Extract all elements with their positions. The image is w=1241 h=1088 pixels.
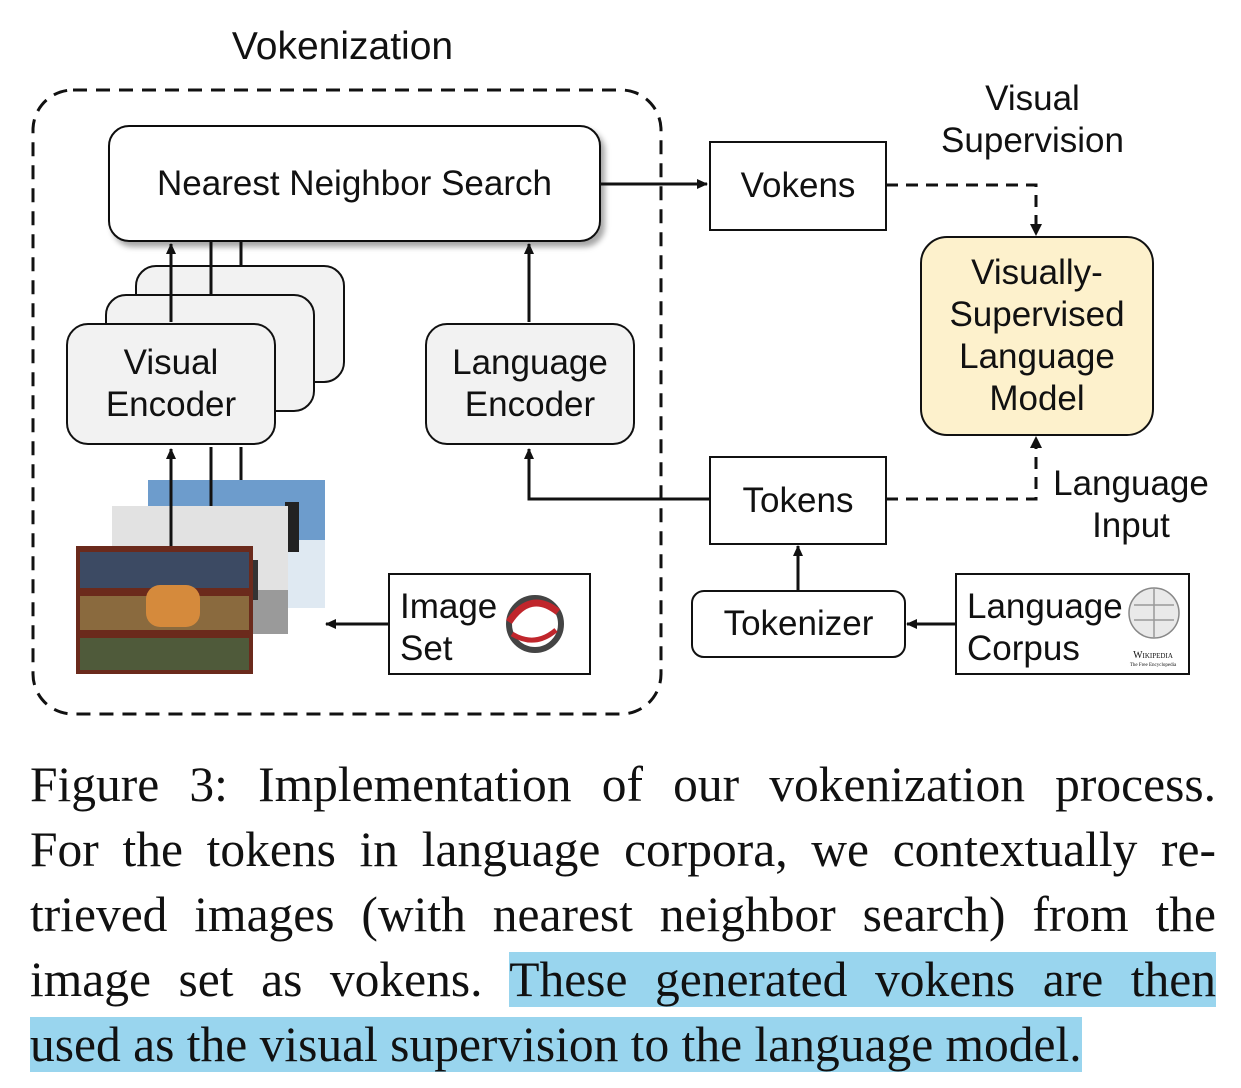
image-set-text: Image Set (400, 587, 498, 668)
dashed-edges (886, 183, 1038, 501)
language-encoder-box: Language Encoder (425, 323, 635, 445)
edge-tokens-to-language-encoder (524, 448, 710, 501)
language-input-label: Language Input (1053, 464, 1209, 545)
visual-supervision-label: Visual Supervision (941, 79, 1124, 160)
caption-line-4: image set as vokens. These generated vok… (30, 947, 1216, 1012)
vokens-text: Vokens (740, 166, 856, 205)
vokenization-region (31, 88, 663, 716)
figure-title: Vokenization (231, 25, 454, 68)
image-set-logo-icon (506, 595, 564, 653)
wikipedia-wordmark: Wikipedia (1133, 650, 1173, 661)
language-encoder-text: Language Encoder (452, 343, 608, 424)
language-corpus-text: Language Corpus (967, 587, 1123, 668)
vslm-label: Visually- Supervised Language Model (921, 237, 1153, 435)
caption-line-5: used as the visual supervision to the la… (30, 1012, 1216, 1077)
caption-highlight-1: These generated vokens are then (509, 952, 1216, 1007)
tokenizer-label: Tokenizer (692, 591, 905, 657)
caption-highlight-2: used as the visual supervision to the la… (30, 1017, 1082, 1072)
tokenizer-text: Tokenizer (723, 604, 874, 643)
vokens-label: Vokens (710, 142, 886, 230)
edge-vokens-to-vslm (886, 183, 1038, 226)
vokens-box (709, 141, 887, 231)
wikipedia-tagline: The Free Encyclopedia (1129, 663, 1177, 668)
caption-line-1-text: Figure 3: Implementation of our vokeniza… (30, 757, 1216, 812)
visual-encoder-box: Visual Encoder (66, 323, 276, 445)
tokens-text: Tokens (742, 480, 854, 520)
nearest-neighbor-label: Nearest Neighbor Search (109, 126, 600, 241)
edges (166, 179, 956, 629)
visual-encoder-text: Visual Encoder (105, 343, 237, 424)
image-set-box (388, 573, 591, 675)
tokens-label: Tokens (710, 457, 886, 544)
nearest-neighbor-text: Nearest Neighbor Search (157, 163, 552, 203)
caption-line-4-text: image set as vokens. (30, 952, 510, 1007)
caption-line-3-text: trieved images (with nearest neighbor se… (30, 887, 1216, 942)
vslm-box (920, 236, 1154, 436)
edge-tokens-to-vslm (886, 446, 1038, 501)
caption-line-2: For the tokens in language corpora, we c… (30, 817, 1216, 882)
caption-line-3: trieved images (with nearest neighbor se… (30, 882, 1216, 947)
wikipedia-logo-icon (1128, 587, 1180, 639)
figure-caption: Figure 3: Implementation of our vokeniza… (30, 752, 1216, 1077)
caption-line-2-text: For the tokens in language corpora, we c… (30, 822, 1216, 877)
tokens-box (709, 456, 887, 545)
vslm-text: Visually- Supervised Language Model (949, 253, 1125, 418)
image-stack (76, 480, 325, 674)
caption-line-1: Figure 3: Implementation of our vokeniza… (30, 752, 1216, 817)
